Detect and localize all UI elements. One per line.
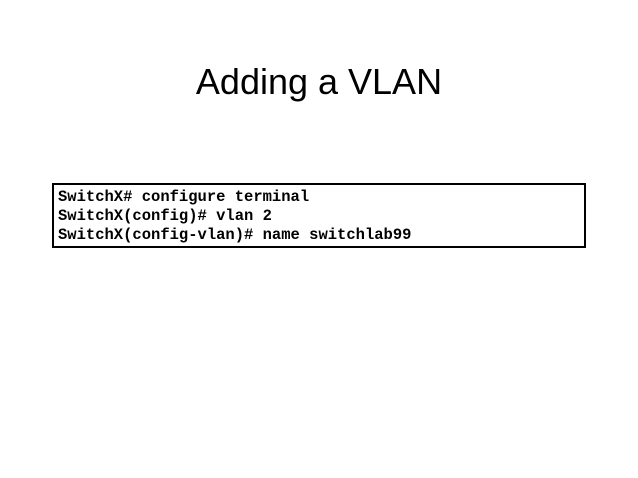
cli-command-line: SwitchX# configure terminal (58, 188, 310, 206)
cli-command-list: SwitchX# configure terminal SwitchX(conf… (58, 188, 411, 245)
cli-command-box: SwitchX# configure terminal SwitchX(conf… (52, 183, 586, 248)
cli-command-line: SwitchX(config)# vlan 2 (58, 207, 272, 225)
cli-command-line: SwitchX(config-vlan)# name switchlab99 (58, 226, 412, 244)
page-title: Adding a VLAN (195, 61, 443, 103)
